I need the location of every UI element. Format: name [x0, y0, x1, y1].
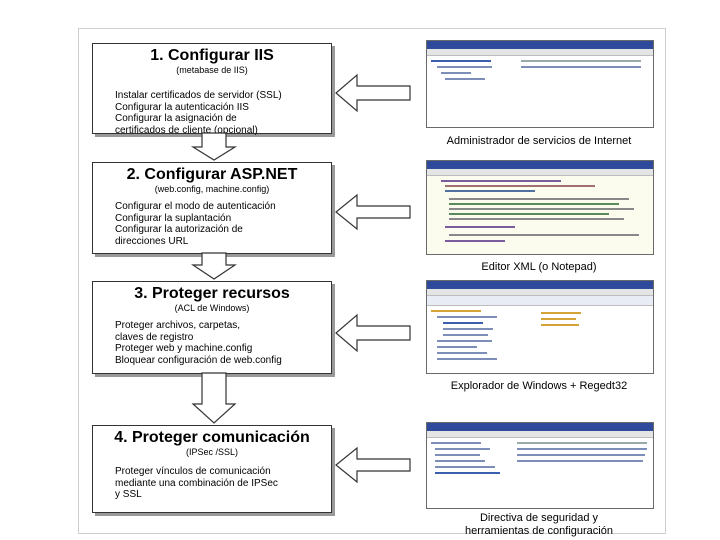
step-item: claves de registro: [115, 331, 194, 343]
step-title: 1. Configurar IIS: [150, 47, 274, 64]
step-item: Proteger archivos, carpetas,: [115, 320, 241, 331]
tool-caption-line: Directiva de seguridad y: [479, 512, 598, 524]
step-protect-resources: 3. Proteger recursos (ACL de Windows) Pr…: [92, 281, 332, 374]
step-configure-aspnet: 2. Configurar ASP.NET (web.config, machi…: [92, 162, 332, 254]
step-subtitle: (IPSec /SSL): [185, 447, 239, 457]
step-item: direcciones URL: [115, 235, 189, 247]
left-arrow-icon: [335, 73, 411, 113]
tool-caption: Administrador de servicios de Internet: [446, 135, 632, 147]
step-title: 3. Proteger recursos: [134, 285, 290, 302]
step-subtitle: (web.config, machine.config): [154, 184, 270, 194]
step-item: Configurar la autenticación IIS: [115, 101, 249, 113]
step-item: Instalar certificados de servidor (SSL): [115, 90, 282, 101]
step-title: 2. Configurar ASP.NET: [126, 166, 298, 183]
step-title: 4. Proteger comunicación: [114, 429, 310, 446]
local-security-settings-screenshot-icon: [426, 422, 654, 509]
step-item: Configurar la autorización de: [115, 224, 243, 235]
step-item: Configurar el modo de autenticación: [115, 201, 276, 212]
iis-manager-screenshot-icon: [426, 40, 654, 128]
down-arrow-icon: [191, 372, 237, 424]
step-item: y SSL: [115, 489, 142, 500]
step-item: Proteger vínculos de comunicación: [115, 466, 271, 477]
step-item: Configurar la suplantación: [115, 212, 232, 224]
tool-caption-line: herramientas de configuración: [465, 525, 613, 537]
step-configure-iis: 1. Configurar IIS (metabase de IIS) Inst…: [92, 43, 332, 136]
step-item: mediante una combinación de IPSec: [115, 477, 278, 489]
tool-caption: Explorador de Windows + Regedt32: [450, 380, 628, 392]
left-arrow-icon: [335, 313, 411, 353]
step-protect-communication: 4. Proteger comunicación (IPSec /SSL) Pr…: [92, 425, 332, 513]
tool-caption: Directiva de seguridad y herramientas de…: [414, 512, 664, 538]
step-item: Bloquear configuración de web.config: [115, 354, 282, 366]
step-item: Proteger web y machine.config: [115, 343, 253, 354]
tool-caption: Editor XML (o Notepad): [481, 261, 597, 273]
windows-explorer-screenshot-icon: [426, 280, 654, 374]
left-arrow-icon: [335, 193, 411, 231]
step-subtitle: (metabase de IIS): [176, 65, 248, 75]
down-arrow-icon: [191, 252, 237, 280]
down-arrow-icon: [190, 132, 238, 161]
step-item: Configurar la asignación de: [115, 113, 237, 124]
left-arrow-icon: [335, 446, 411, 484]
step-subtitle: (ACL de Windows): [174, 303, 250, 313]
step-item: certificados de cliente (opcional): [115, 124, 258, 136]
xml-editor-screenshot-icon: [426, 160, 654, 255]
